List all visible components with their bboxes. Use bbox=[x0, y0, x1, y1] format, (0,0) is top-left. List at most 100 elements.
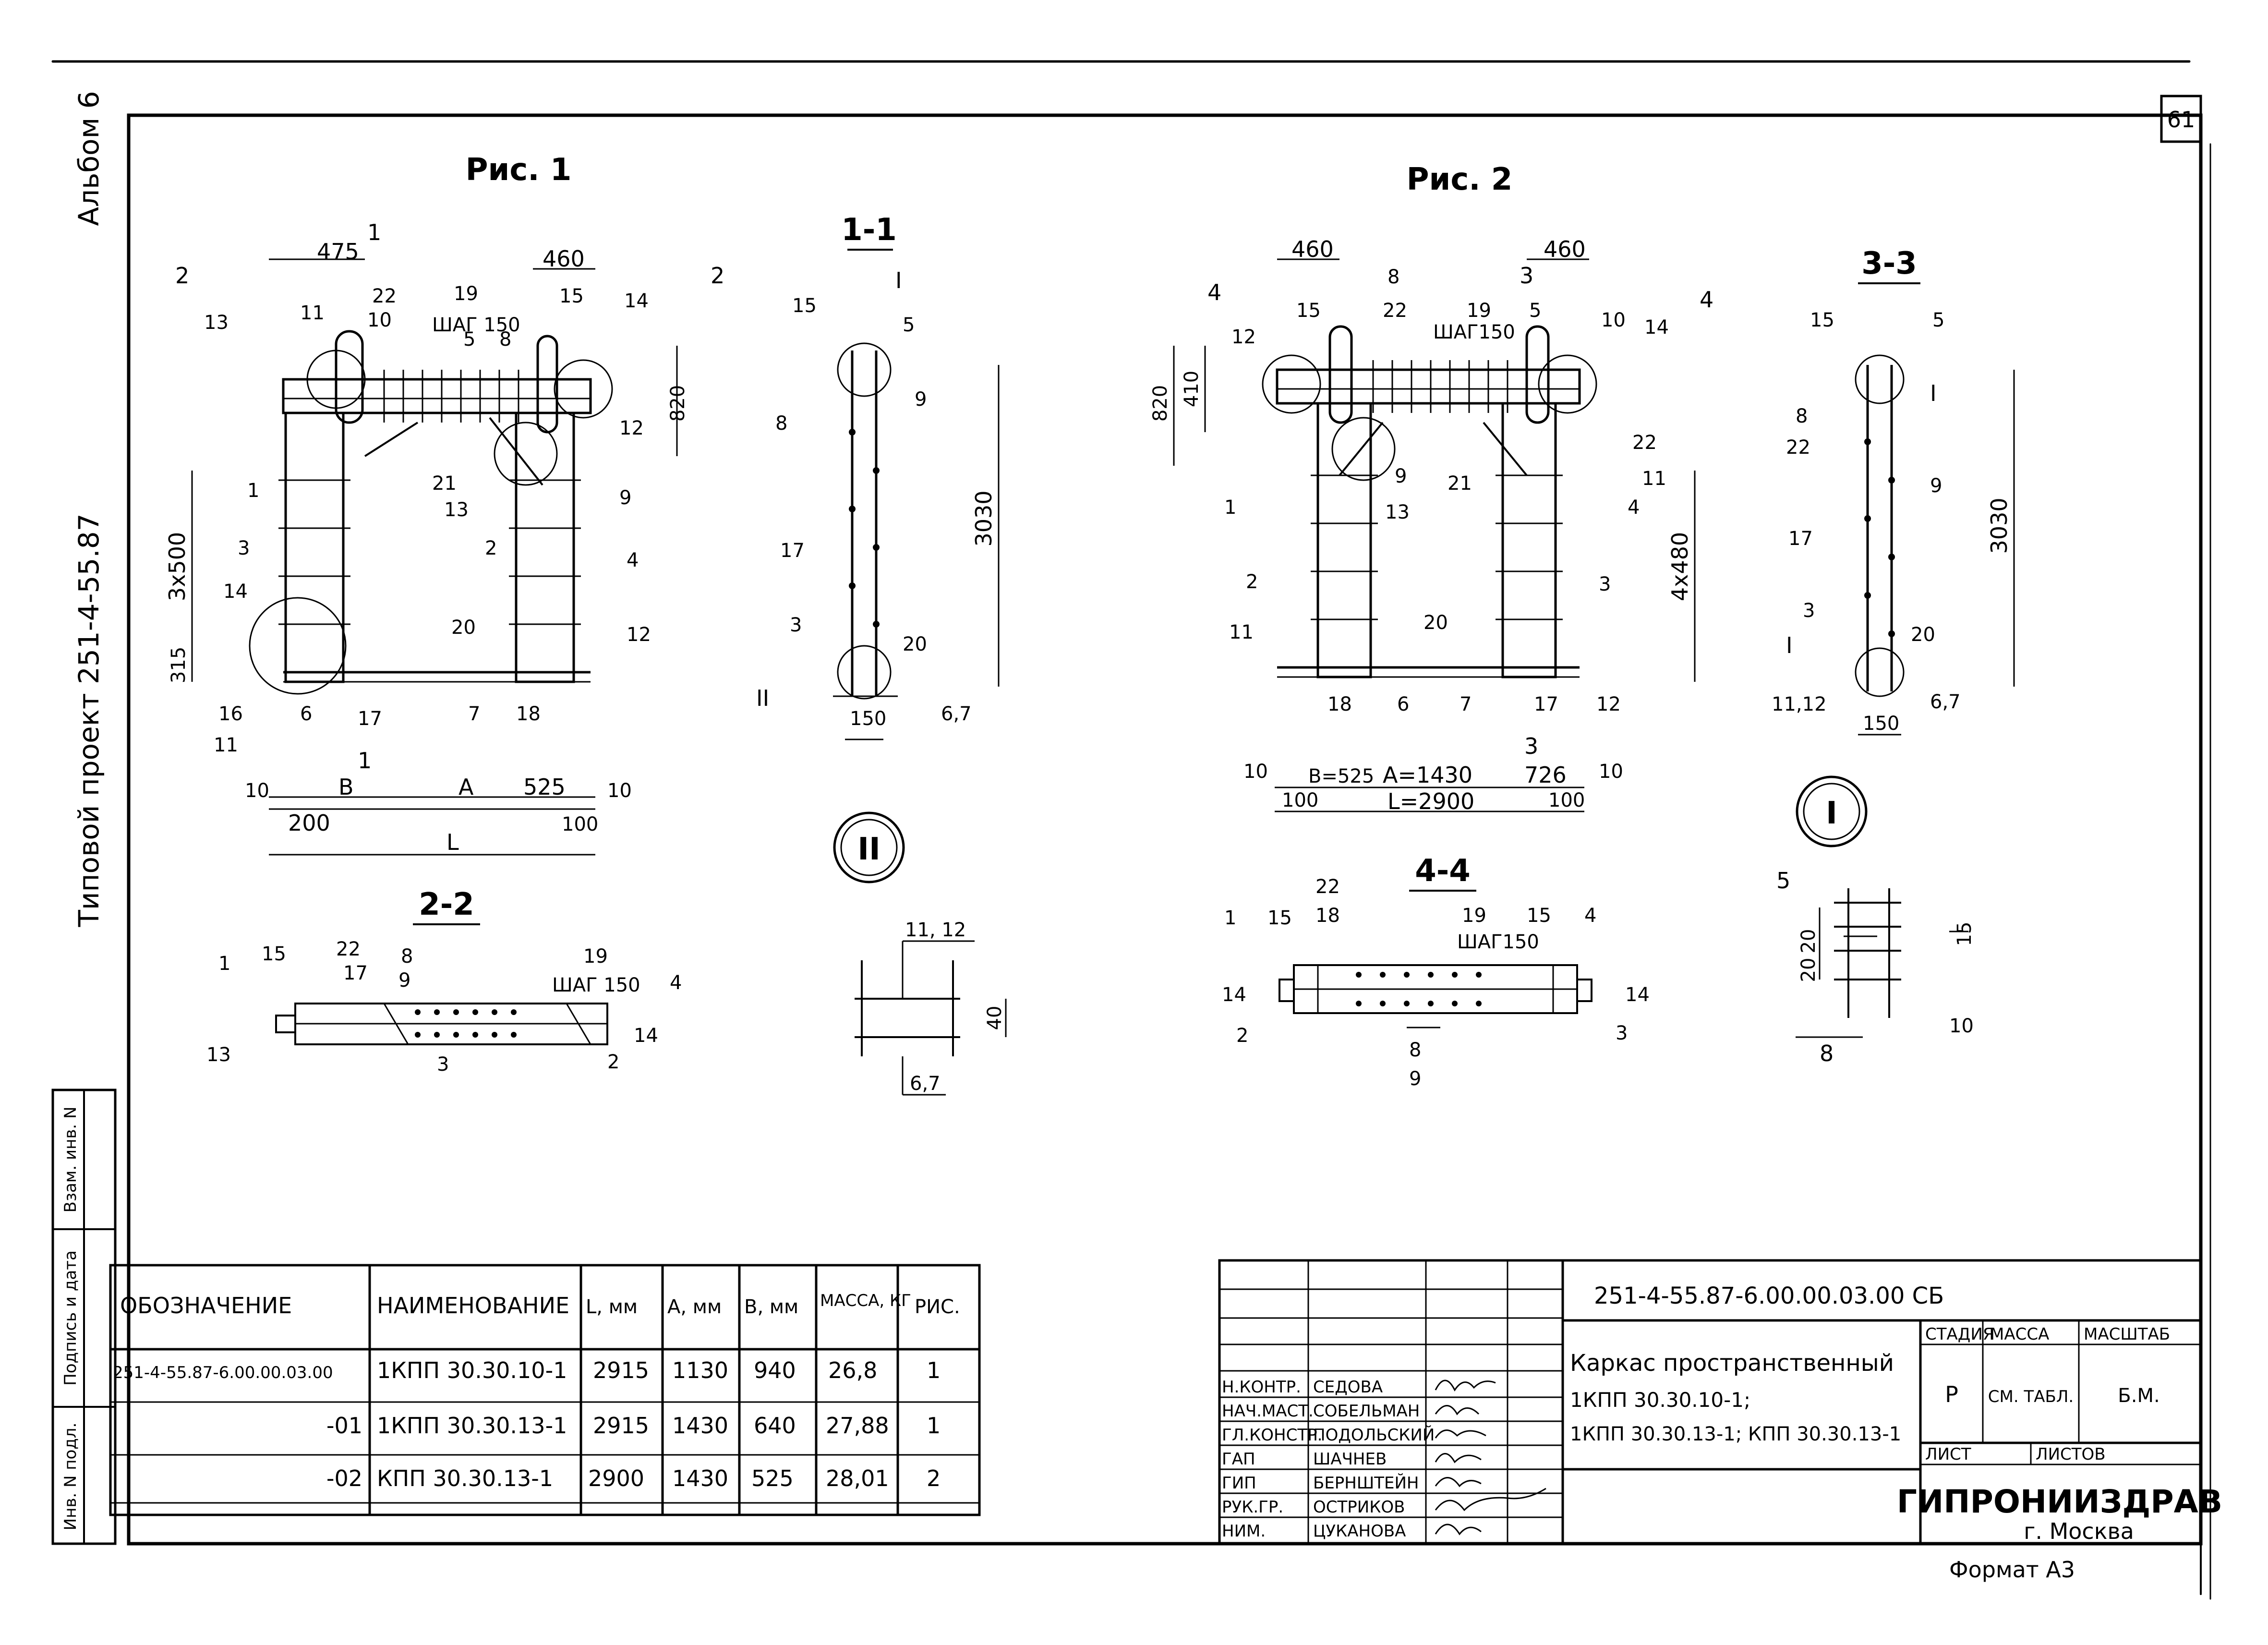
node-i-dim-10: 10 bbox=[1949, 1015, 1974, 1037]
role-ruk-gr: РУК.ГР. bbox=[1222, 1498, 1283, 1517]
node-i-mark-label: I bbox=[1826, 796, 1837, 831]
fig2-pos-11b: 11 bbox=[1229, 621, 1254, 643]
name-sobelman: СОБЕЛЬМАН bbox=[1313, 1402, 1420, 1421]
sec22-pos-4: 4 bbox=[670, 972, 682, 994]
node-ii-detail: 11, 12 40 6,7 bbox=[855, 919, 1007, 1096]
spec-header-a: A, мм bbox=[667, 1296, 722, 1318]
fig1-pos-16: 16 bbox=[218, 703, 243, 725]
spec-cell-code: -01 bbox=[326, 1413, 362, 1439]
sec44-pos-19: 19 bbox=[1462, 905, 1486, 927]
fig2-section-4-left: 4 bbox=[1207, 279, 1221, 305]
sec44-pos-15r: 15 bbox=[1527, 905, 1551, 927]
node-ii-pos-1112: 11, 12 bbox=[905, 919, 966, 941]
org-name: ГИПРОНИИЗДРАВ bbox=[1897, 1483, 2222, 1520]
sec33-pos-8: 8 bbox=[1796, 405, 1808, 427]
section-4-4: 4-4 ШАГ150 22 18 19 15 4 1 15 14 14 2 8 … bbox=[1222, 853, 1650, 1090]
spec-cell-fig: 1 bbox=[927, 1357, 941, 1383]
scale-value: Б.М. bbox=[2118, 1385, 2159, 1407]
fig2-pos-6: 6 bbox=[1397, 693, 1409, 715]
node-i-dim-20b: 20 bbox=[1798, 958, 1820, 982]
spec-cell-code: 251-4-55.87-6.00.00.03.00 bbox=[113, 1363, 333, 1382]
sec11-pos-5: 5 bbox=[903, 314, 915, 336]
fig2-drawing: Рис. 2 bbox=[1149, 162, 1713, 814]
fig1-pos-10: 10 bbox=[367, 309, 392, 331]
mass-label: МАССА bbox=[1990, 1325, 2049, 1344]
spec-cell-a: 1430 bbox=[672, 1413, 728, 1439]
role-nach-mast: НАЧ.МАСТ. bbox=[1222, 1402, 1314, 1421]
fig1-pos-19: 19 bbox=[454, 283, 478, 305]
fig1-dim-100: 100 bbox=[562, 813, 598, 835]
fig2-pos-13: 13 bbox=[1385, 501, 1410, 523]
fig1-pos-14: 14 bbox=[624, 290, 649, 312]
node-i-pos-8: 8 bbox=[1820, 1040, 1834, 1066]
sec33-pos-22: 22 bbox=[1786, 436, 1810, 459]
fig1-pos-13b: 13 bbox=[444, 499, 469, 521]
fig1-pos-9: 9 bbox=[619, 487, 631, 509]
sec22-pos-17: 17 bbox=[343, 962, 368, 984]
fig2-dim-b: B=525 bbox=[1308, 765, 1374, 787]
fig2-pos-17: 17 bbox=[1534, 693, 1558, 715]
fig2-dim-a: A=1430 bbox=[1383, 762, 1472, 788]
section-2-2: 2-2 ШАГ 150 1 15 22 8 19 4 17 9 13 3 2 1… bbox=[206, 887, 682, 1076]
fig2-pos-4: 4 bbox=[1628, 496, 1640, 519]
sec22-pos-8: 8 bbox=[401, 945, 413, 968]
section-1-1: 1-1 I II 3030 150 15 5 8 9 17 3 20 6,7 bbox=[756, 212, 1000, 740]
sec11-title: 1-1 bbox=[841, 212, 897, 248]
desc-line-1: Каркас пространственный bbox=[1570, 1350, 1894, 1377]
sec44-pos-22: 22 bbox=[1315, 876, 1340, 898]
fig2-pos-10: 10 bbox=[1601, 309, 1626, 331]
fig2-section-3-bot: 3 bbox=[1524, 733, 1538, 759]
fig2-pos-7: 7 bbox=[1460, 693, 1472, 715]
sec33-title: 3-3 bbox=[1861, 246, 1917, 281]
fig2-dim-100b: 100 bbox=[1548, 789, 1585, 811]
spec-cell-mass: 28,01 bbox=[826, 1465, 889, 1491]
sec44-pos-1: 1 bbox=[1224, 907, 1236, 929]
fig2-pos-19: 19 bbox=[1467, 300, 1491, 322]
fig1-pos-13: 13 bbox=[204, 312, 229, 334]
fig1-dim-10a: 10 bbox=[245, 780, 269, 802]
node-i-pos-5: 5 bbox=[1776, 868, 1790, 894]
spec-cell-b: 940 bbox=[754, 1357, 796, 1383]
format-label: Формат А3 bbox=[1949, 1557, 2075, 1583]
sec33-pos-20: 20 bbox=[1911, 624, 1935, 646]
sec22-title: 2-2 bbox=[419, 887, 474, 922]
sheets-label: ЛИСТОВ bbox=[2036, 1445, 2106, 1464]
fig2-dim-10a: 10 bbox=[1243, 761, 1268, 783]
fig1-title: Рис. 1 bbox=[466, 152, 572, 188]
sec44-pos-4: 4 bbox=[1584, 905, 1596, 927]
fig1-section-2-left: 2 bbox=[175, 263, 189, 289]
fig1-dim-475: 475 bbox=[317, 239, 359, 265]
fig2-pos-5: 5 bbox=[1529, 300, 1541, 322]
fig1-pos-7: 7 bbox=[468, 703, 480, 725]
mass-value: СМ. ТАБЛ. bbox=[1988, 1387, 2074, 1406]
sec33-pos-17: 17 bbox=[1788, 528, 1813, 550]
sec44-title: 4-4 bbox=[1415, 853, 1471, 889]
fig1-shag: ШАГ 150 bbox=[432, 314, 520, 336]
sec11-pos-9: 9 bbox=[915, 388, 927, 411]
fig2-dim-460r: 460 bbox=[1544, 236, 1586, 262]
fig1-dim-a: A bbox=[458, 774, 474, 800]
fig1-pos-1: 1 bbox=[247, 480, 259, 502]
sec44-shag: ШАГ150 bbox=[1457, 931, 1539, 953]
fig1-dim-l: L bbox=[446, 829, 459, 855]
fig2-pos-22b: 22 bbox=[1632, 432, 1657, 454]
sec11-mark-top: I bbox=[895, 267, 902, 293]
node-ii-mark-label: II bbox=[857, 832, 881, 867]
fig2-pos-3: 3 bbox=[1599, 573, 1611, 595]
spec-cell-code: -02 bbox=[326, 1465, 362, 1491]
fig2-pos-8: 8 bbox=[1387, 266, 1399, 288]
sec22-pos-9: 9 bbox=[398, 969, 410, 992]
name-bernshtein: БЕРНШТЕЙН bbox=[1313, 1473, 1419, 1493]
sheet-number: 61 bbox=[2167, 107, 2196, 133]
sec33-pos-1112: 11,12 bbox=[1772, 693, 1827, 715]
spec-cell-fig: 2 bbox=[927, 1465, 941, 1491]
fig2-dim-726: 726 bbox=[1524, 762, 1567, 788]
stage-value: Р bbox=[1945, 1381, 1958, 1407]
spec-cell-fig: 1 bbox=[927, 1413, 941, 1439]
spec-row-0: 251-4-55.87-6.00.00.03.00 1КПП 30.30.10-… bbox=[113, 1357, 941, 1383]
fig1-dim-b: B bbox=[338, 774, 354, 800]
fig2-pos-22: 22 bbox=[1383, 300, 1407, 322]
node-i-dim-20a: 20 bbox=[1798, 929, 1820, 954]
node-ii-pos-67: 6,7 bbox=[910, 1073, 941, 1095]
fig2-title: Рис. 2 bbox=[1407, 162, 1513, 197]
